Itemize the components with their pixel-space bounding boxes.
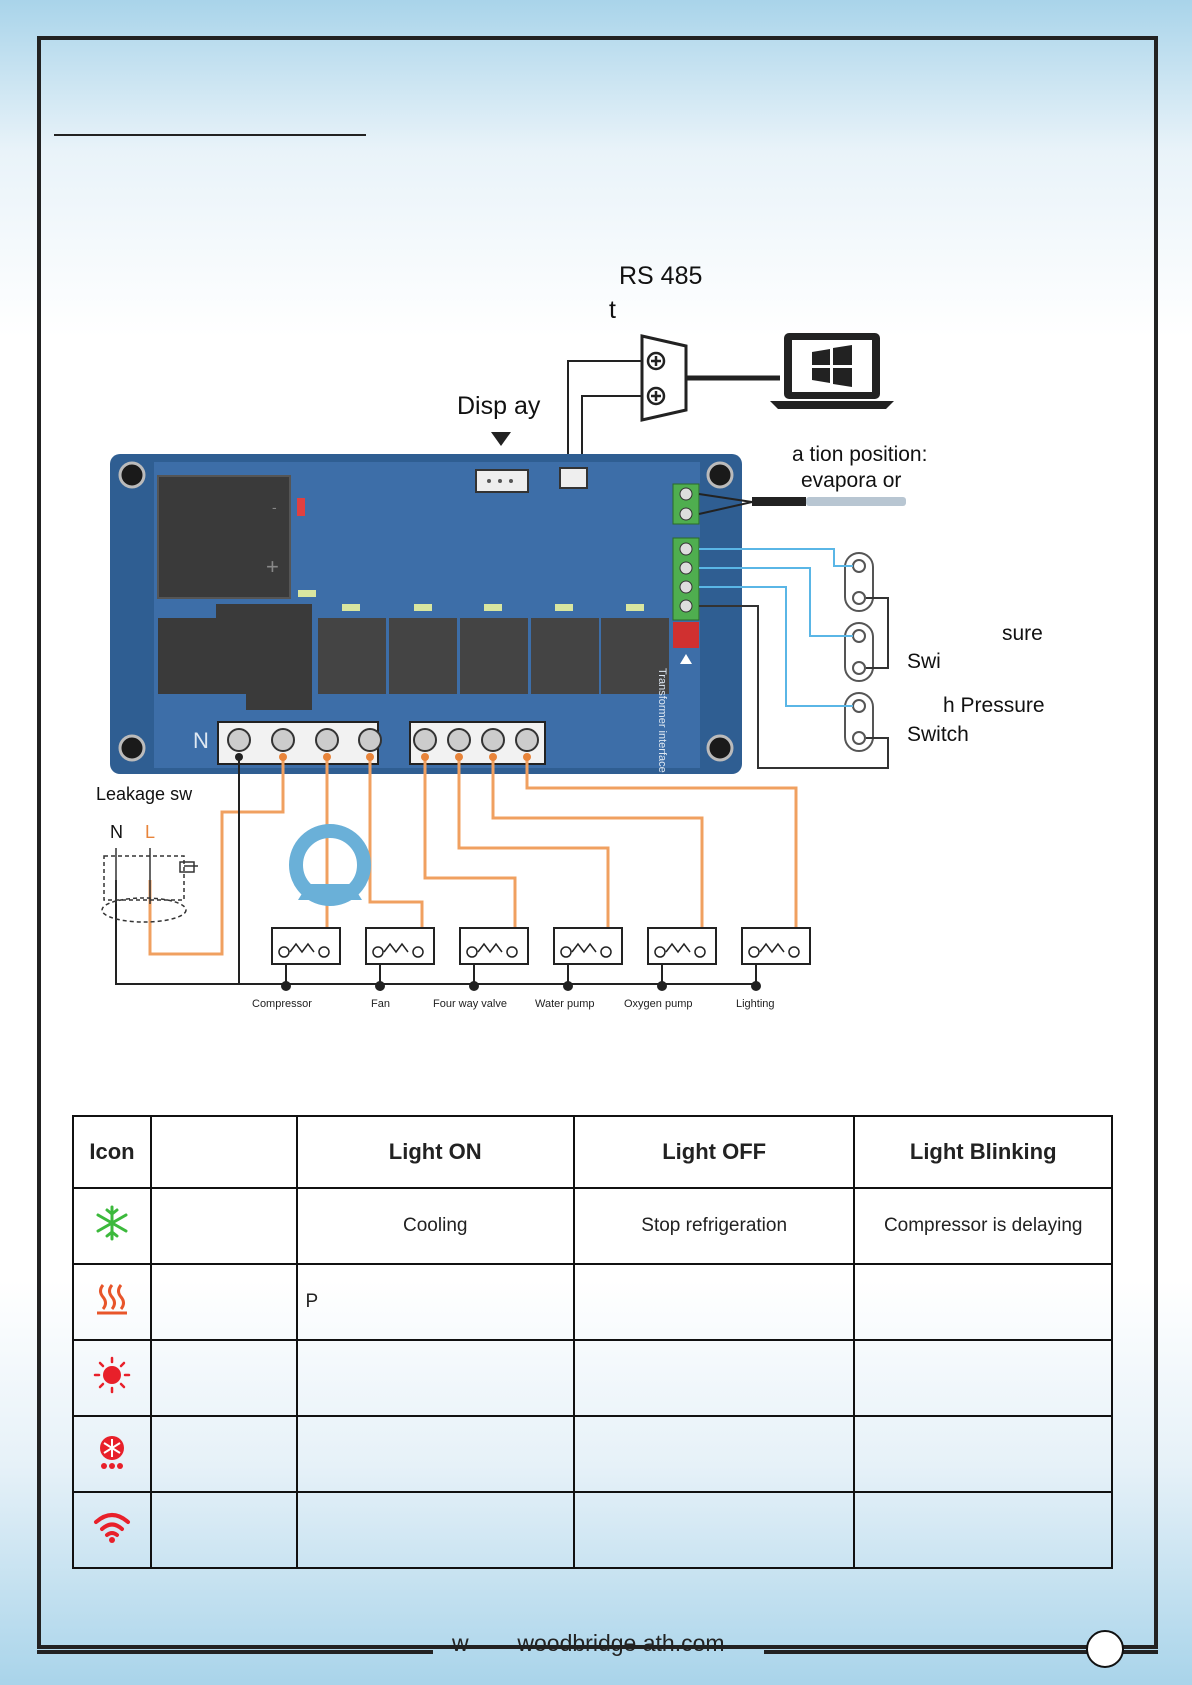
row5-name <box>149 1491 298 1569</box>
table-row <box>72 1491 1113 1569</box>
footer-prefix: w <box>452 1630 469 1656</box>
footer-rule-left <box>37 1650 433 1654</box>
row4-blink <box>853 1415 1113 1493</box>
pressure-switch-1-label-2: Swi <box>907 650 941 673</box>
load-label-water-pump: Water pump <box>535 998 595 1010</box>
leakage-switch-icon <box>101 848 198 923</box>
row4-off <box>572 1415 856 1493</box>
load-label-fan: Fan <box>371 998 390 1010</box>
page-number-circle <box>1086 1630 1124 1668</box>
defrost-icon <box>99 1436 124 1469</box>
footer-website: w woodbridge ath.com <box>452 1630 725 1657</box>
footer-rule-right <box>764 1650 1158 1654</box>
board-neutral-label: N <box>193 728 209 753</box>
pressure-switch-icon <box>844 552 874 752</box>
load-label-four-way-valve: Four way valve <box>433 998 507 1010</box>
table-header-row: Icon Light ON Light OFF Light Blinking <box>72 1115 1113 1189</box>
row2-off <box>572 1263 856 1341</box>
header-light-on: Light ON <box>295 1115 575 1189</box>
row1-name <box>149 1187 298 1265</box>
row2-name <box>149 1263 298 1341</box>
row1-off: Stop refrigeration <box>572 1187 856 1265</box>
page-frame <box>37 36 1158 1649</box>
sensor-label-2: evapora or <box>801 469 902 492</box>
table-row: P <box>72 1263 1113 1341</box>
header-light-blinking: Light Blinking <box>853 1115 1113 1189</box>
row3-name <box>149 1339 298 1417</box>
indicator-legend-table: Icon Light ON Light OFF Light Blinking C… <box>72 1115 1113 1569</box>
row1-on: Cooling <box>295 1187 575 1265</box>
neutral-label: N <box>110 822 123 842</box>
display-label: Disp ay <box>457 392 541 420</box>
row4-name <box>149 1415 298 1493</box>
laptop-icon <box>770 333 894 409</box>
row5-blink <box>853 1491 1113 1569</box>
load-label-compressor: Compressor <box>252 998 312 1010</box>
pressure-switch-2-label-1: h Pressure <box>943 694 1045 717</box>
sensor-label-1: a tion position: <box>792 443 928 466</box>
row4-on <box>295 1415 575 1493</box>
controller-board: - + <box>110 454 742 774</box>
sun-icon <box>93 1356 131 1394</box>
pressure-switch-2-label-2: Switch <box>907 723 969 746</box>
header-icon: Icon <box>72 1115 152 1189</box>
svg-text:-: - <box>272 499 277 515</box>
rs485-label: RS 485 <box>619 262 703 290</box>
header-light-off: Light OFF <box>572 1115 856 1189</box>
load-label-lighting: Lighting <box>736 998 775 1010</box>
transformer-interface-label: Transformer interface <box>656 668 668 773</box>
title-underline <box>54 134 366 136</box>
heat-waves-icon <box>96 1284 127 1315</box>
live-label: L <box>145 822 156 842</box>
pressure-switch-1-label-1: sure <box>1002 622 1043 645</box>
row2-blink <box>853 1263 1113 1341</box>
row5-on <box>295 1491 575 1569</box>
rs485-converter-icon <box>640 334 688 422</box>
row3-blink <box>853 1339 1113 1417</box>
header-blank <box>149 1115 298 1189</box>
load-boxes <box>271 927 811 965</box>
table-row: Cooling Stop refrigeration Compressor is… <box>72 1187 1113 1265</box>
footer-url: woodbridge ath.com <box>517 1630 725 1656</box>
temperature-probe-icon <box>752 497 806 506</box>
snowflake-icon <box>96 1205 128 1241</box>
row5-off <box>572 1491 856 1569</box>
row1-blink: Compressor is delaying <box>853 1187 1113 1265</box>
leakage-switch-label: Leakage sw <box>96 784 193 804</box>
table-row <box>72 1415 1113 1493</box>
row2-on: P <box>295 1263 575 1341</box>
display-arrow-icon <box>491 432 511 446</box>
row3-off <box>572 1339 856 1417</box>
rs485-sub-label: t <box>609 296 616 324</box>
fan-icon <box>289 824 371 906</box>
wifi-icon <box>93 1513 130 1543</box>
load-label-oxygen-pump: Oxygen pump <box>624 998 693 1010</box>
row3-on <box>295 1339 575 1417</box>
table-row <box>72 1339 1113 1417</box>
svg-text:+: + <box>266 554 279 579</box>
